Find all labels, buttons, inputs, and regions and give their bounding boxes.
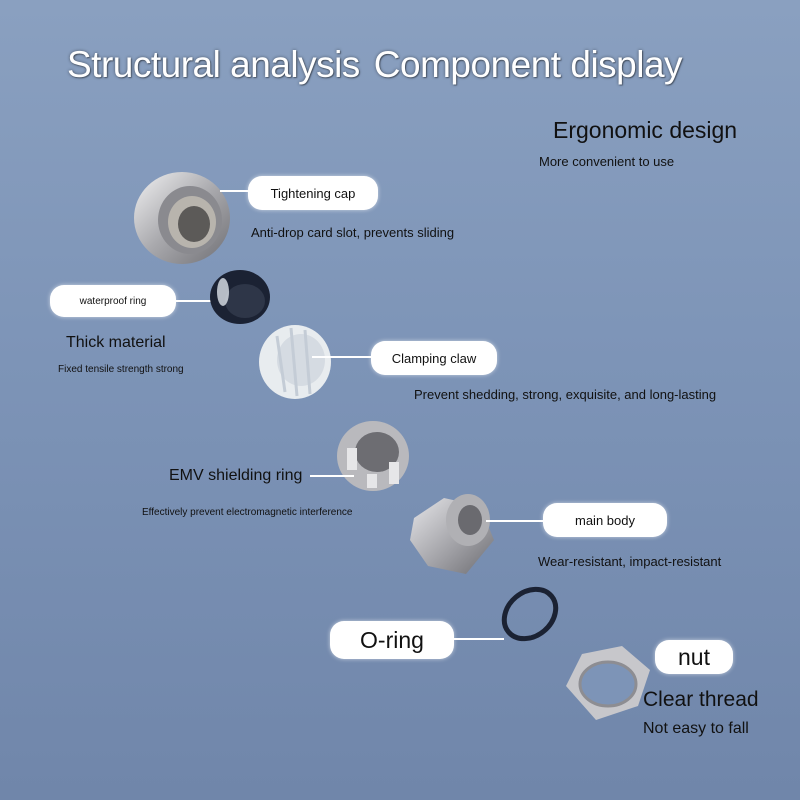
clamping-claw-desc: Prevent shedding, strong, exquisite, and… [414,387,717,402]
main-body-label: main body [543,503,667,537]
clamping-claw-label: Clamping claw [371,341,497,375]
page-title: Structural analysis Component display [67,44,683,86]
clamping-claw-image [259,325,331,399]
waterproof-ring-desc: Fixed tensile strength strong [58,364,184,375]
waterproof-ring-label: waterproof ring [50,285,176,317]
title-part-1: Structural analysis [67,44,360,85]
ergonomic-subtext: More convenient to use [539,154,675,169]
o-ring-label: O-ring [330,621,454,659]
nut-desc: Not easy to fall [643,720,749,737]
nut-heading: Clear thread [643,688,759,711]
main-body-desc: Wear-resistant, impact-resistant [538,554,722,569]
waterproof-ring-image [210,270,270,324]
nut-image [566,646,650,720]
waterproof-ring-heading: Thick material [66,334,166,351]
emv-shielding-ring-desc: Effectively prevent electromagnetic inte… [142,507,353,518]
o-ring-image [501,586,559,642]
tightening-cap-label: Tightening cap [248,176,378,210]
emv-shielding-ring-heading: EMV shielding ring [169,467,303,484]
main-body-image [410,494,494,574]
emv-shielding-ring-image [337,421,409,491]
ergonomic-heading: Ergonomic design [553,117,738,143]
title-part-2: Component display [373,44,683,85]
tightening-cap-desc: Anti-drop card slot, prevents sliding [251,225,455,240]
nut-label: nut [655,640,733,674]
tightening-cap-image [134,172,230,264]
